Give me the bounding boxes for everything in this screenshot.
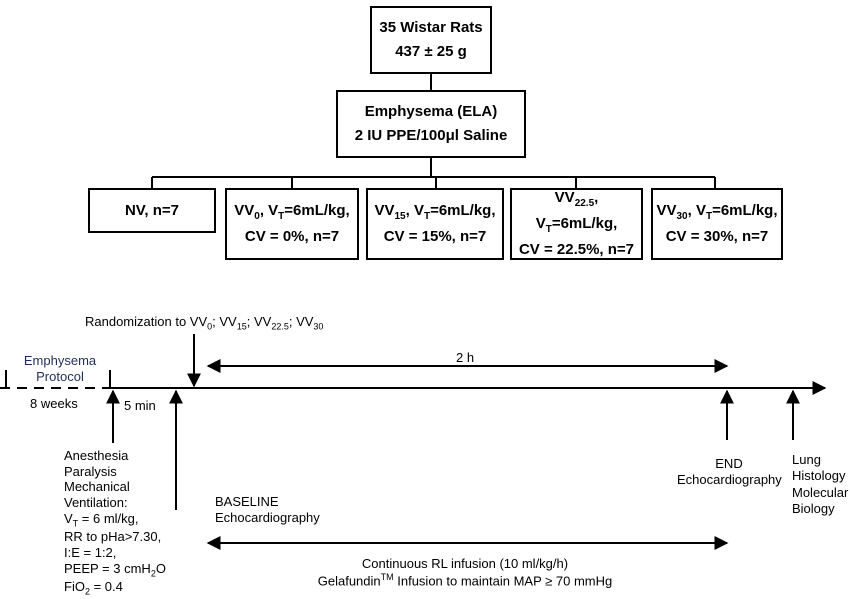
group-box-vv30: VV30, VT=6mL/kg, CV = 30%, n=7	[651, 188, 783, 260]
mu-symbol: μ	[445, 127, 455, 144]
group-box-vv22: VV22.5, VT=6mL/kg, CV = 22.5%, n=7	[510, 188, 643, 260]
end-label: END Echocardiography	[677, 456, 782, 488]
ventilation-setup-label: Anesthesia Paralysis Mechanical Ventilat…	[64, 448, 166, 597]
randomization-label: Randomization to VV0; VV15; VV22.5; VV30	[85, 314, 324, 332]
emphysema-dose: 2 IU PPE/100μl Saline	[354, 127, 508, 144]
baseline-label: BASELINE Echocardiography	[215, 494, 320, 526]
group-vv0-cv: CV = 0%, n=7	[244, 228, 340, 245]
group-vv0-vt: VV0, VT=6mL/kg,	[234, 202, 350, 222]
group-vv22-vt: VV22.5, VT=6mL/kg,	[535, 189, 618, 235]
rats-count: 35 Wistar Rats	[379, 19, 483, 36]
two-hour-label: 2 h	[456, 350, 475, 365]
group-vv22-cv: CV = 22.5%, n=7	[518, 241, 635, 258]
infusion-label: Continuous RL infusion (10 ml/kg/h) Gela…	[317, 556, 613, 589]
rats-box: 35 Wistar Rats 437 ± 25 g	[370, 6, 492, 74]
emphysema-title: Emphysema (ELA)	[364, 103, 498, 120]
group-box-nv: NV, n=7	[88, 188, 216, 233]
group-nv-label: NV, n=7	[124, 201, 180, 219]
emphysema-protocol-label: Emphysema Protocol	[23, 353, 97, 385]
lung-analysis-label: Lung Histology Molecular Biology	[792, 452, 849, 516]
group-box-vv0: VV0, VT=6mL/kg, CV = 0%, n=7	[225, 188, 359, 260]
group-box-vv15: VV15, VT=6mL/kg, CV = 15%, n=7	[366, 188, 504, 260]
rats-weight: 437 ± 25 g	[395, 43, 467, 60]
group-vv15-cv: CV = 15%, n=7	[383, 228, 487, 245]
group-vv30-vt: VV30, VT=6mL/kg,	[656, 202, 778, 222]
emphysema-box: Emphysema (ELA) 2 IU PPE/100μl Saline	[336, 90, 526, 158]
protocol-duration-label: 8 weeks	[30, 396, 78, 411]
group-vv15-vt: VV15, VT=6mL/kg,	[374, 202, 496, 222]
group-vv30-cv: CV = 30%, n=7	[665, 228, 769, 245]
five-minute-label: 5 min	[124, 398, 156, 413]
